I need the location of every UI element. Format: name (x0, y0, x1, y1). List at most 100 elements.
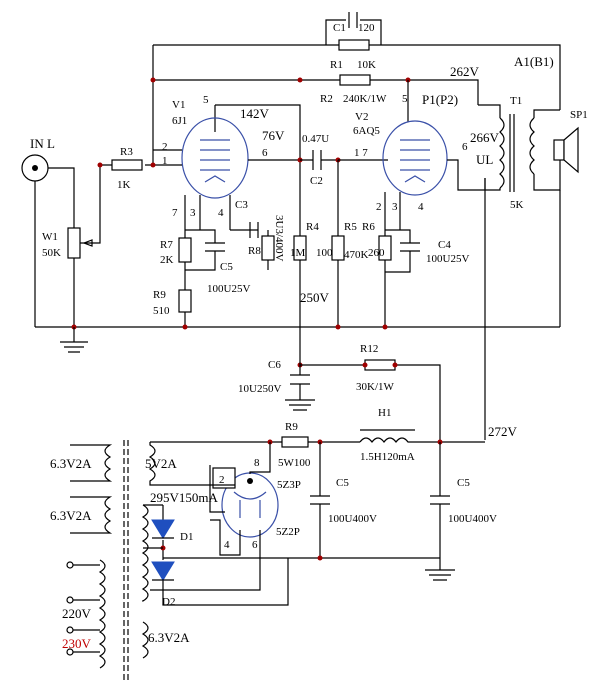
v2-pin6: 6 (462, 141, 468, 153)
junction-dot (317, 555, 323, 561)
w1-potentiometer (67, 227, 81, 259)
v1-pin2: 2 (162, 141, 168, 153)
r3-label: R3 (120, 146, 133, 158)
r7-resistor (178, 237, 192, 263)
r8-label: R8 (248, 245, 261, 257)
d2-diode (151, 561, 175, 581)
v1-pin4: 4 (218, 207, 224, 219)
w1-label: W1 (42, 231, 58, 243)
r6-label: R6 (362, 221, 375, 233)
h1-label: H1 (378, 407, 391, 419)
r12-resistor (364, 359, 396, 371)
d1-label: D1 (180, 531, 193, 543)
c6-value: 10U250V (238, 383, 281, 395)
input-jack-center (32, 165, 38, 171)
r12-value: 30K/1W (356, 381, 395, 393)
v2-pin3: 3 (392, 201, 398, 213)
v1-tube-envelope (181, 117, 249, 199)
r1-value: 10K (357, 59, 376, 71)
c5a-value: 100U25V (207, 283, 250, 295)
v1-pin5: 5 (203, 94, 209, 106)
d1-diode (151, 519, 175, 539)
v2-pin4: 4 (418, 201, 424, 213)
h1-choke (359, 437, 415, 443)
junction-dot (182, 324, 188, 330)
t1-value: 5K (510, 199, 524, 211)
c2-value: 0.47U (302, 133, 329, 145)
primary-220-label: 220V (62, 606, 92, 621)
v2-tube-envelope (382, 120, 448, 196)
sp1-label: SP1 (570, 109, 588, 121)
v1-pin1: 1 (162, 155, 168, 167)
v2-pin2: 2 (376, 201, 382, 213)
r8-resistor (261, 235, 275, 261)
c3-value: 3U3/400V (273, 215, 285, 262)
r5-value: 470K (344, 249, 369, 261)
heater-3-label: 6.3V2A (148, 630, 190, 645)
c5b-label: C5 (336, 477, 349, 489)
primary-terminal (66, 626, 74, 634)
c1-label: C1 (333, 22, 346, 34)
primary-terminal (66, 648, 74, 656)
v2-pin17: 1 7 (354, 147, 368, 159)
rect-pin2: 2 (219, 474, 225, 486)
heater-1-label: 6.3V2A (50, 456, 92, 471)
c5c-label: C5 (457, 477, 470, 489)
rectifier-type-alt: 5Z2P (276, 526, 300, 538)
ul-label: UL (476, 152, 493, 167)
junction-dot (97, 162, 103, 168)
t1-label: T1 (510, 95, 522, 107)
r9b-value: 5W100 (278, 457, 311, 469)
primary-230-label: 230V (62, 636, 92, 651)
speaker-cone (563, 126, 579, 174)
r3-value: 1K (117, 179, 131, 191)
r7-value: 2K (160, 254, 174, 266)
voltage-142-label: 142V (240, 106, 270, 121)
junction-dot (382, 324, 388, 330)
p1-label: P1(P2) (422, 92, 458, 107)
v1-type: 6J1 (172, 115, 187, 127)
junction-dot (335, 324, 341, 330)
secondary-5v-label: 5V2A (145, 456, 177, 471)
junction-dot (150, 162, 156, 168)
c2-label: C2 (310, 175, 323, 187)
primary-terminal (66, 596, 74, 604)
r1-label: R1 (330, 59, 343, 71)
r9b-resistor (281, 436, 309, 448)
r1-resistor (338, 39, 370, 51)
v1-label: V1 (172, 99, 185, 111)
primary-terminal (66, 561, 74, 569)
rectifier-type: 5Z3P (277, 479, 301, 491)
v2-label: V2 (355, 111, 368, 123)
r8-value: 1M (290, 247, 306, 259)
h1-value: 1.5H120mA (360, 451, 415, 463)
v1-pin7: 7 (172, 207, 178, 219)
c5a-label: C5 (220, 261, 233, 273)
speaker-magnet (553, 139, 565, 161)
rect-pin8: 8 (254, 457, 260, 469)
r12-label: R12 (360, 343, 378, 355)
voltage-266-label: 266V (470, 130, 500, 145)
r5-label: R5 (344, 221, 357, 233)
junction-dot (392, 362, 398, 368)
r4-resistor (293, 235, 307, 261)
c1-value: 120 (358, 22, 375, 34)
c5b-value: 100U400V (328, 513, 377, 525)
r3-resistor (111, 159, 143, 171)
junction-dot (362, 362, 368, 368)
ground-symbol (60, 327, 88, 353)
rectifier-pin2-box (212, 467, 236, 489)
w1-value: 50K (42, 247, 61, 259)
r9a-value: 510 (153, 305, 170, 317)
rect-pin6: 6 (252, 539, 258, 551)
r2-resistor (339, 74, 371, 86)
c3-label: C3 (235, 199, 248, 211)
voltage-272-label: 272V (488, 424, 518, 439)
v2-pin5: 5 (402, 93, 408, 105)
input-label: IN L (30, 136, 55, 151)
r6-resistor (378, 235, 392, 261)
c6-label: C6 (268, 359, 281, 371)
voltage-250-label: 250V (300, 290, 330, 305)
r9-resistor (178, 289, 192, 313)
r9b-label: R9 (285, 421, 298, 433)
